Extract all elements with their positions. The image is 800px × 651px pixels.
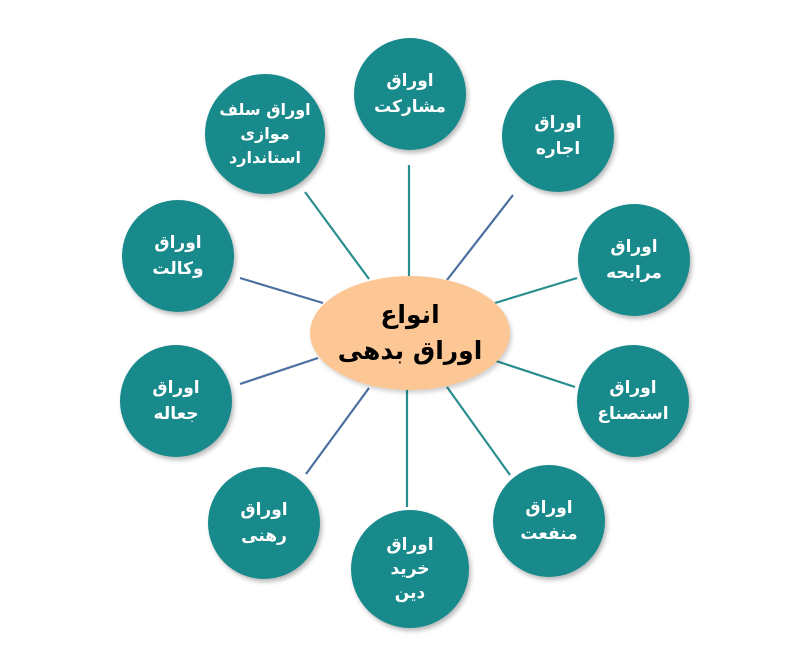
node-salaf: اوراق سلف موازی استاندارد: [205, 74, 325, 194]
node-murabahah: اوراق مرابحه: [578, 204, 690, 316]
connector-salaf: [304, 191, 370, 280]
node-label-line2: موازی: [240, 124, 290, 143]
connector-murabahah: [494, 276, 578, 305]
connector-wakalah: [239, 276, 324, 305]
center-topic: انواع اوراق بدهی: [310, 276, 510, 390]
node-label-line3: دین: [394, 583, 426, 603]
node-label-line2: جعاله: [153, 404, 199, 424]
connector-istisna: [495, 359, 576, 389]
node-label-line2: اجاره: [535, 139, 581, 159]
node-label-line3: استاندارد: [229, 148, 301, 167]
connector-rahni: [305, 387, 370, 475]
node-label-line1: اوراق: [240, 500, 288, 520]
node-label-line1: اوراق: [152, 378, 200, 398]
node-label-line1: اوراق سلف: [219, 100, 311, 119]
node-juaalah: اوراق جعاله: [120, 345, 232, 457]
node-label-line2: رهنی: [241, 526, 287, 546]
connector-manfaat: [446, 386, 511, 476]
node-label-line1: اوراق: [386, 535, 434, 555]
node-label-line2: منفعت: [520, 524, 578, 544]
node-rahni: اوراق رهنی: [208, 467, 320, 579]
node-label-line2: وکالت: [152, 259, 204, 279]
node-musharakah: اوراق مشارکت: [354, 38, 466, 150]
node-label-line2: مشارکت: [374, 97, 446, 117]
node-ijarah: اوراق اجاره: [502, 80, 614, 192]
connector-ijarah: [446, 194, 514, 281]
node-debt-purchase: اوراق خرید دین: [351, 510, 469, 628]
node-label-line1: اوراق: [609, 378, 657, 398]
node-label-line2: استصناع: [597, 404, 669, 424]
node-istisna: اوراق استصناع: [577, 345, 689, 457]
node-label-line1: اوراق: [610, 237, 658, 257]
node-label-line1: اوراق: [534, 113, 582, 133]
node-label-line1: اوراق: [525, 498, 573, 518]
node-label-line1: اوراق: [386, 71, 434, 91]
node-manfaat: اوراق منفعت: [493, 465, 605, 577]
node-label-line2: خرید: [390, 559, 430, 579]
node-label-line1: اوراق: [154, 233, 202, 253]
connector-juaalah: [239, 356, 319, 386]
center-title-line2: اوراق بدهی: [337, 336, 483, 365]
node-wakalah: اوراق وکالت: [122, 200, 234, 312]
node-label-line2: مرابحه: [606, 263, 662, 283]
center-title-line1: انواع: [380, 300, 440, 329]
